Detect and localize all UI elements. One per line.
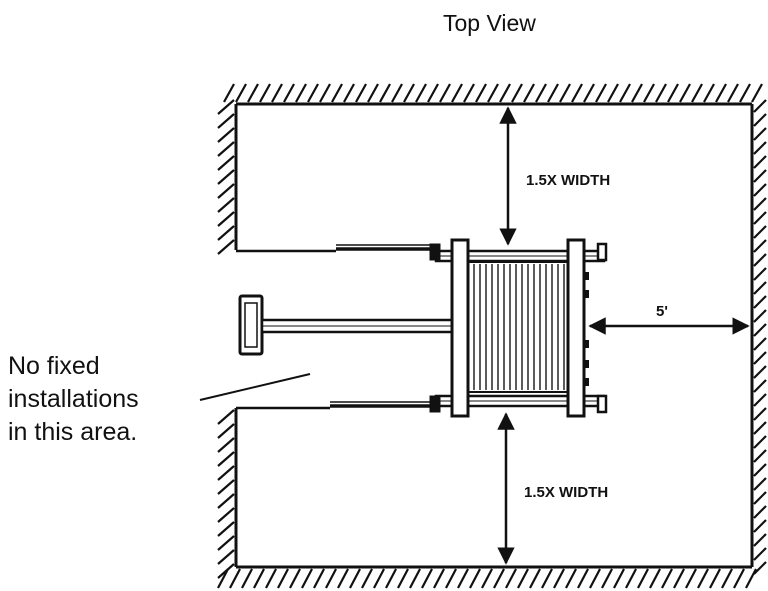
- lower-boundary-line: [236, 401, 436, 410]
- upper-boundary-line: [236, 244, 440, 253]
- equipment-frame: [429, 238, 608, 418]
- bottom-clearance-label: 1.5X WIDTH: [524, 484, 608, 501]
- bottom-wall-hatching: [217, 568, 757, 589]
- side-bolts: [584, 272, 589, 386]
- right-wall-hatching: [753, 99, 767, 575]
- left-lower-wall-hatching: [217, 409, 235, 579]
- left-upper-wall-hatching: [217, 99, 235, 255]
- side-clearance-label: 5': [656, 303, 668, 320]
- view-title: Top View: [443, 10, 536, 36]
- no-install-note: No fixed installations in this area.: [8, 350, 139, 449]
- plate-pack: [467, 261, 569, 393]
- plate-lines: [473, 264, 565, 390]
- wall-plate: [238, 294, 264, 356]
- note-line-1: No fixed: [8, 352, 100, 380]
- note-pointer-line: [199, 373, 311, 401]
- note-line-3: in this area.: [8, 418, 138, 446]
- top-clearance-label: 1.5X WIDTH: [526, 172, 610, 189]
- room-walls: [234, 102, 754, 569]
- note-line-2: installations: [8, 385, 139, 413]
- moving-head: [566, 238, 586, 418]
- top-wall-hatching: [223, 83, 763, 103]
- fixed-head: [450, 238, 470, 418]
